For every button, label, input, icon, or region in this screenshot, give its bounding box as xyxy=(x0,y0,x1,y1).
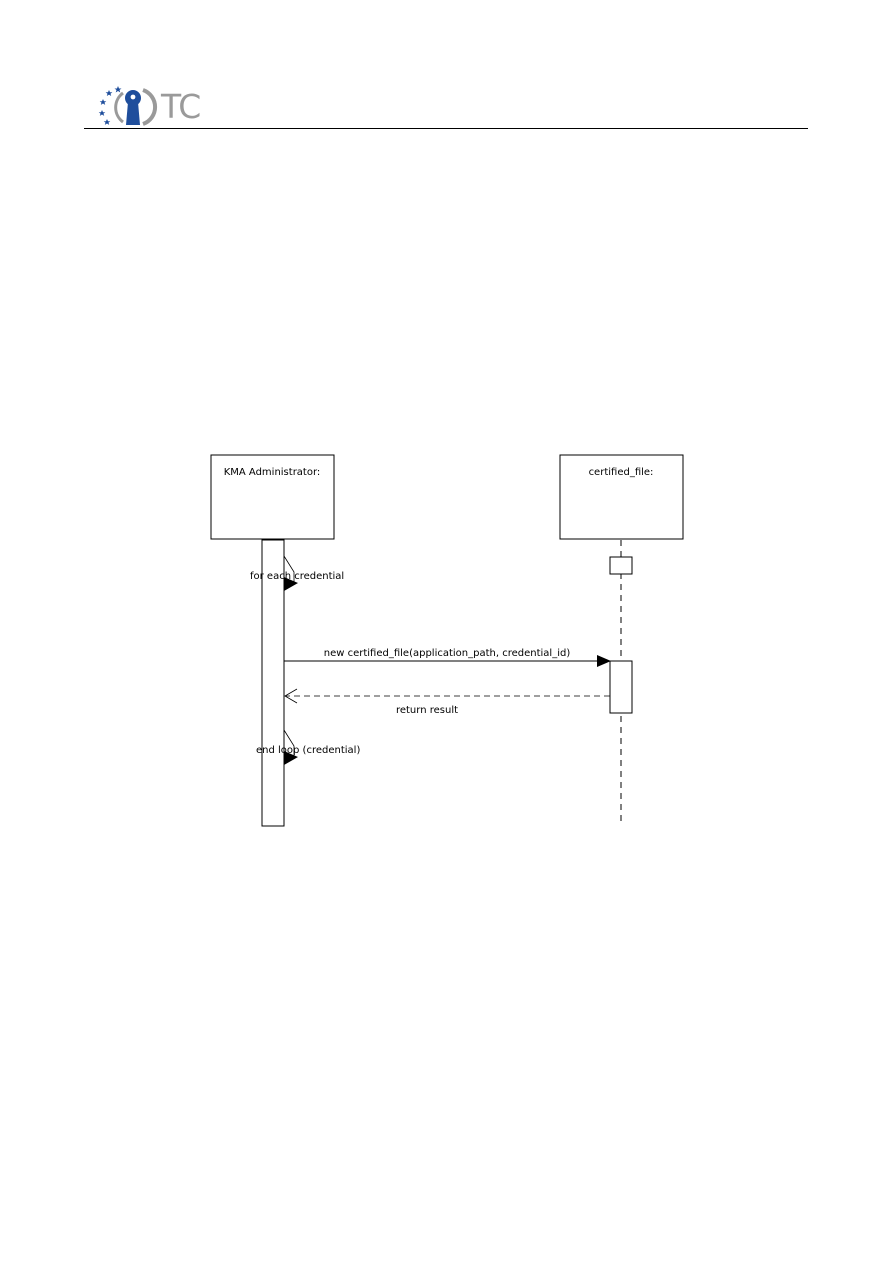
page-header: TC xyxy=(84,84,808,130)
return-arrowhead xyxy=(284,688,298,704)
activation-bar-file xyxy=(609,660,633,714)
return-label: return result xyxy=(396,705,458,716)
participant-label-file: certified_file: xyxy=(589,467,654,478)
participant-box-file xyxy=(559,454,684,540)
message-label: new certified_file(application_path, cre… xyxy=(324,648,571,659)
header-rule xyxy=(84,128,808,129)
logo-text: TC xyxy=(161,87,201,126)
keyhole-stars-icon xyxy=(98,86,158,126)
loop-start-label: for each credential xyxy=(250,571,344,582)
itc-logo: TC xyxy=(96,84,206,128)
loop-end-label: end loop (credential) xyxy=(256,745,360,756)
creation-box-file xyxy=(609,556,633,575)
participant-box-admin xyxy=(210,454,335,540)
participant-label-admin: KMA Administrator: xyxy=(224,467,321,478)
loop-start-arrowhead xyxy=(284,577,298,591)
loop-end-arrowhead xyxy=(284,751,298,765)
activation-bar-admin xyxy=(261,539,285,827)
